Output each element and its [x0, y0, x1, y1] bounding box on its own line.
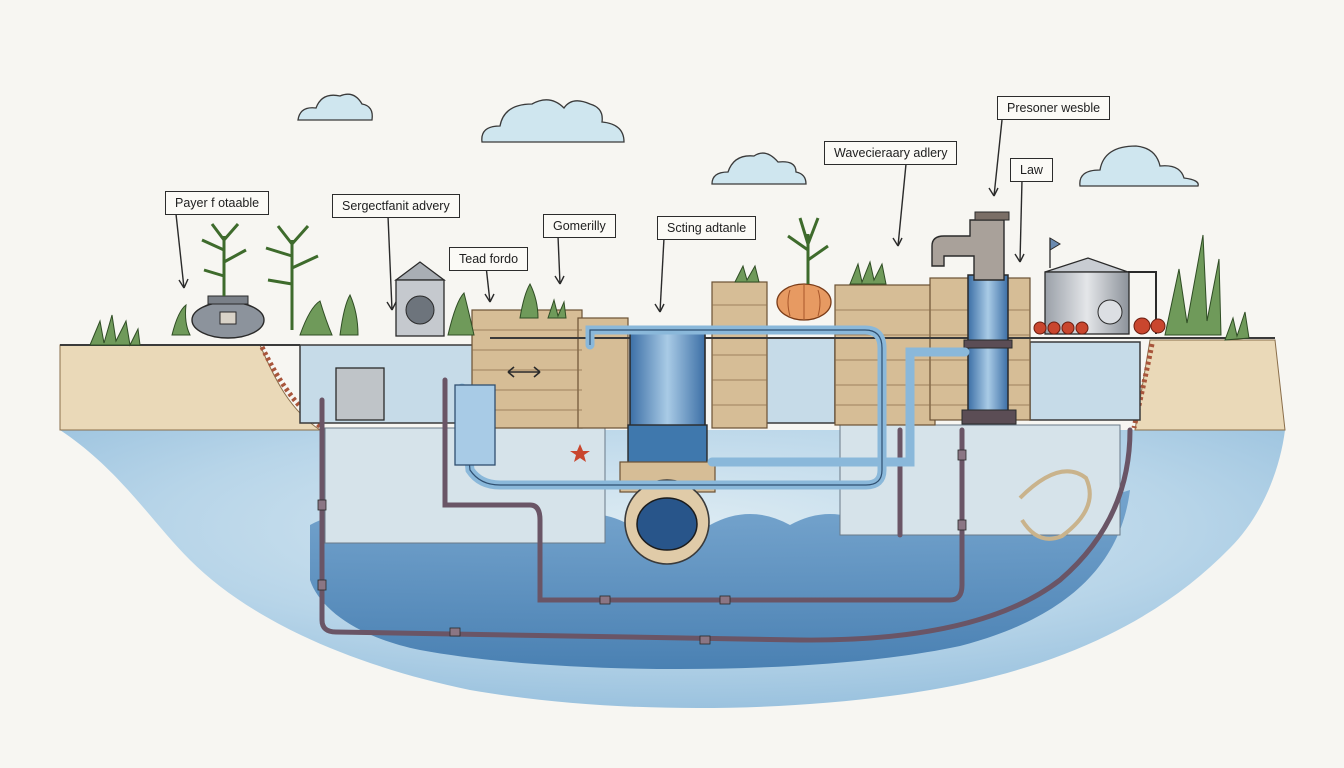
- label-presoner-wesble: Presoner wesble: [997, 96, 1111, 120]
- pool-right: [839, 424, 1121, 536]
- pump-icon: [931, 211, 1017, 425]
- vegetable-icon: [1033, 317, 1166, 335]
- plant-icon: [89, 217, 1250, 347]
- soil-left: [59, 344, 322, 431]
- brick-edge: [1131, 343, 1155, 429]
- central-tank: [619, 329, 716, 565]
- label-law: Law: [1010, 158, 1053, 182]
- label-sergectfanit-advery: Sergectfanit advery: [332, 194, 460, 218]
- cloud-icon: [1079, 145, 1199, 187]
- hose: [1018, 469, 1092, 541]
- pipe-outline: [461, 329, 883, 486]
- label-wavecieary-adlery: Wavecieraary adlery: [824, 141, 958, 165]
- chamber-mid: [754, 337, 836, 424]
- arrow-icon: [507, 366, 541, 378]
- soil-right: [1134, 339, 1286, 431]
- label-tead-fordo: Tead fordo: [449, 247, 529, 271]
- label-payer-fotaable: Payer f otaable: [165, 191, 270, 215]
- label-gomerilly: Gomerilly: [543, 214, 616, 238]
- pumpkin-icon: [776, 283, 832, 321]
- cloud-icon: [481, 99, 625, 143]
- tank-icon: [1044, 237, 1157, 335]
- pipe-joints: [317, 449, 967, 645]
- label-pointers: [175, 119, 1025, 313]
- filter-column: [454, 384, 496, 466]
- chamber-right: [1029, 341, 1141, 421]
- pump-icon: [335, 261, 446, 421]
- label-scting-adtanle: Scting adtanle: [657, 216, 757, 240]
- star-icon: [570, 444, 590, 462]
- cloud-icon: [711, 152, 807, 185]
- tank-icon: [191, 295, 265, 339]
- pipe-network: [319, 377, 1133, 643]
- cloud-icon: [297, 93, 373, 121]
